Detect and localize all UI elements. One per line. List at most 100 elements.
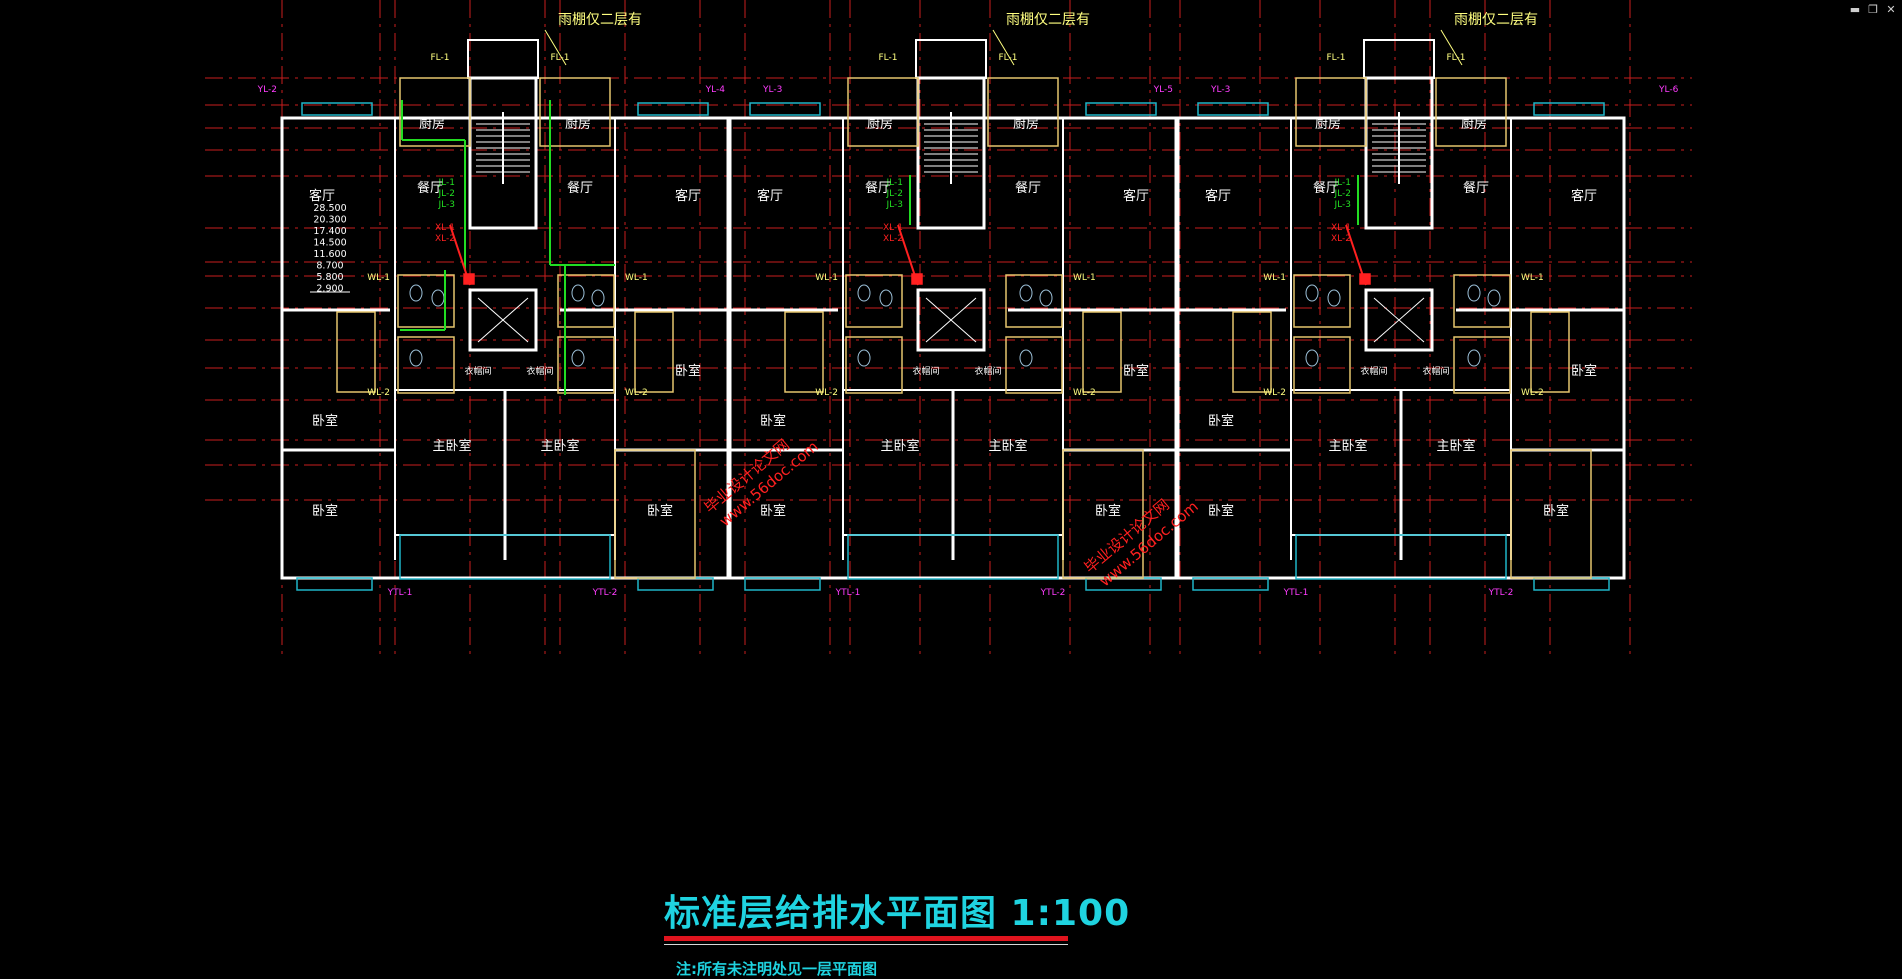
elevation-label: 17.400 xyxy=(313,226,346,237)
elevation-label: 20.300 xyxy=(313,215,346,226)
toilet-fixture xyxy=(1487,289,1501,307)
pipe-tag-label: WL-1 xyxy=(815,273,838,283)
title-underline-red xyxy=(664,936,1068,941)
toilet-fixture xyxy=(1467,349,1481,367)
pipe-tag-label: JL-3 xyxy=(1334,200,1351,210)
room-name-master-bedroom: 主卧室 xyxy=(540,438,579,454)
fire-hydrant xyxy=(1359,273,1371,285)
room-name-closet: 衣帽间 xyxy=(464,365,491,377)
restore-icon[interactable]: ❐ xyxy=(1868,3,1878,16)
elevation-label: 8.700 xyxy=(316,261,343,272)
pipe-tag-label: YL-5 xyxy=(1153,85,1173,95)
toilet-fixture xyxy=(591,289,605,307)
bathroom-outline xyxy=(557,274,615,328)
pipe-tag-label: WL-2 xyxy=(625,388,648,398)
room-name-dining: 餐厅 xyxy=(567,180,593,196)
balcony-outline xyxy=(399,534,611,580)
pipe-tag-label: JL-1 xyxy=(1334,178,1351,188)
bathroom-outline xyxy=(845,336,903,394)
pipe-tag-label: WL-1 xyxy=(1263,273,1286,283)
room-name-kitchen: 厨房 xyxy=(419,116,445,132)
pipe-tag-label: YTL-2 xyxy=(1488,588,1514,598)
pipe-tag-label: YL-4 xyxy=(705,85,726,95)
room-name-bedroom: 卧室 xyxy=(1208,503,1234,519)
room-name-kitchen: 厨房 xyxy=(867,116,893,132)
window-outline xyxy=(744,577,821,591)
room-name-bedroom: 卧室 xyxy=(760,413,786,429)
bathroom-outline xyxy=(557,336,615,394)
elevator-cross xyxy=(477,297,529,343)
elevation-label: 14.500 xyxy=(313,238,346,249)
pipe-tag-label: XL-1 xyxy=(1331,223,1351,233)
elevator-shaft xyxy=(916,288,986,352)
room-name-living: 客厅 xyxy=(675,188,701,204)
pipe-tag-label: YL-3 xyxy=(1210,85,1230,95)
room-name-kitchen: 厨房 xyxy=(565,116,591,132)
window-outline xyxy=(296,577,373,591)
pipe-tag-label: WL-1 xyxy=(367,273,390,283)
window-outline xyxy=(1533,102,1605,116)
stair-core xyxy=(468,76,538,230)
drawing-title: 标准层给排水平面图 1:100 xyxy=(664,893,1131,934)
elevator-cross xyxy=(1373,297,1425,343)
minimize-icon[interactable]: ▬ xyxy=(1849,3,1861,16)
kitchen-outline xyxy=(399,77,471,147)
pipe-tag-label: WL-2 xyxy=(367,388,390,398)
room-name-bedroom: 卧室 xyxy=(1208,413,1234,429)
closet-outline xyxy=(784,311,824,393)
pipe-tag-label: WL-2 xyxy=(1521,388,1544,398)
closet-outline xyxy=(1232,311,1272,393)
room-name-living: 客厅 xyxy=(1571,188,1597,204)
kitchen-outline xyxy=(1435,77,1507,147)
pipe-tag-label: YL-2 xyxy=(257,85,277,95)
pipe-tag-label: FL-1 xyxy=(1326,53,1345,63)
drawing-note: 注:所有未注明处见一层平面图 xyxy=(676,960,877,978)
pipe-tag-label: YTL-2 xyxy=(1040,588,1066,598)
room-name-master-bedroom: 主卧室 xyxy=(880,438,919,454)
pipe-tag-label: XL-1 xyxy=(883,223,903,233)
balcony-outline xyxy=(847,534,1059,580)
toilet-fixture xyxy=(857,284,871,302)
room-name-kitchen: 厨房 xyxy=(1315,116,1341,132)
close-icon[interactable]: ✕ xyxy=(1886,3,1896,16)
room-name-dining: 餐厅 xyxy=(865,180,891,196)
bathroom-outline xyxy=(1293,336,1351,394)
kitchen-outline xyxy=(847,77,919,147)
room-name-living: 客厅 xyxy=(757,188,783,204)
room-name-master-bedroom: 主卧室 xyxy=(1328,438,1367,454)
room-name-bedroom: 卧室 xyxy=(312,503,338,519)
toilet-fixture xyxy=(409,349,423,367)
pipe-tag-label: YTL-1 xyxy=(1283,588,1309,598)
leader-line xyxy=(544,29,567,66)
pipe-tag-label: JL-3 xyxy=(886,200,903,210)
kitchen-outline xyxy=(539,77,611,147)
window-outline xyxy=(1197,102,1269,116)
room-name-master-bedroom: 主卧室 xyxy=(432,438,471,454)
bathroom-outline xyxy=(1005,274,1063,328)
room-name-bedroom: 卧室 xyxy=(312,413,338,429)
room-name-bedroom: 卧室 xyxy=(1095,503,1121,519)
pipe-tag-label: YTL-1 xyxy=(835,588,861,598)
room-name-closet: 衣帽间 xyxy=(1360,365,1387,377)
elevation-label: 11.600 xyxy=(313,249,346,260)
room-name-master-bedroom: 主卧室 xyxy=(988,438,1027,454)
room-name-bedroom: 卧室 xyxy=(647,503,673,519)
pipe-tag-label: XL-2 xyxy=(1331,234,1351,244)
room-name-dining: 餐厅 xyxy=(1313,180,1339,196)
bathroom-outline xyxy=(1453,274,1511,328)
toilet-fixture xyxy=(1305,284,1319,302)
fire-hydrant xyxy=(463,273,475,285)
pipe-tag-label: JL-1 xyxy=(438,178,455,188)
canopy-note: 雨棚仅二层有 xyxy=(1454,12,1538,28)
room-name-dining: 餐厅 xyxy=(417,180,443,196)
pipe-tag-label: WL-1 xyxy=(625,273,648,283)
room-name-closet: 衣帽间 xyxy=(974,365,1001,377)
balcony-outline xyxy=(1295,534,1507,580)
window-outline xyxy=(1192,577,1269,591)
toilet-fixture xyxy=(409,284,423,302)
closet-outline xyxy=(336,311,376,393)
pipe-tag-label: JL-1 xyxy=(886,178,903,188)
pipe-tag-label: WL-1 xyxy=(1073,273,1096,283)
